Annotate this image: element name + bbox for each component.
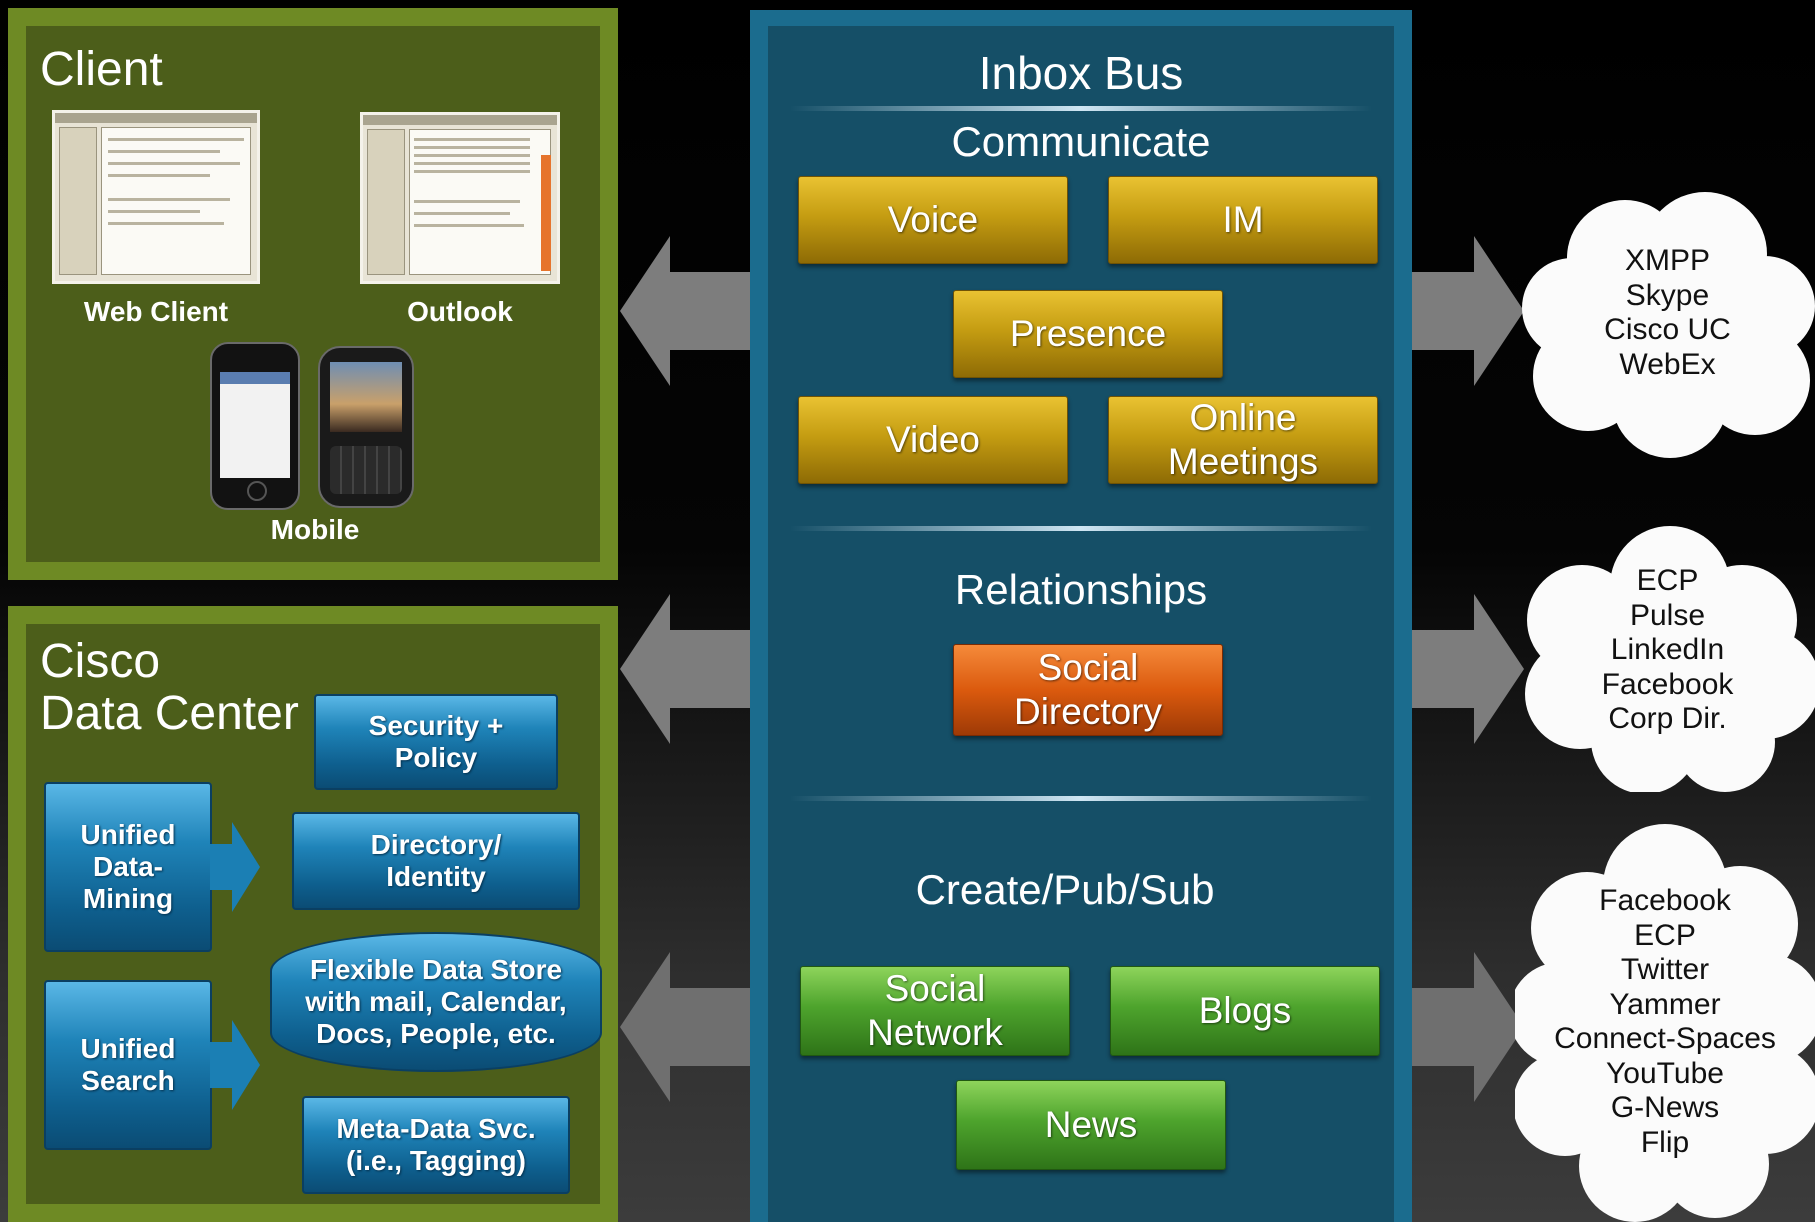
web-client-screenshot [52,110,260,284]
data-mining-arrow [210,822,260,912]
arrow-bus-to-cloud-communicate [1412,236,1524,386]
communicate-heading: Communicate [951,118,1211,165]
cloud-item: XMPP [1624,244,1711,277]
directory-identity-box: Directory/ Identity [292,812,580,910]
cloud-item: LinkedIn [1610,633,1725,666]
cloud-relationships: ECP Pulse LinkedIn Facebook Corp Dir. [1520,524,1815,792]
outlook-screenshot [360,112,560,284]
inbox-bus-title: Inbox Bus [978,47,1184,99]
cloud-item: Flip [1640,1125,1690,1159]
arrow-bus-to-datacenter-create [620,952,750,1102]
arrow-bus-to-datacenter-relationships [620,594,750,744]
cloud-item: Twitter [1620,953,1710,986]
cloud-create: Facebook ECP Twitter Yammer Connect-Spac… [1515,824,1815,1222]
social-directory-tile: Social Directory [953,644,1223,736]
mobile-label: Mobile [270,514,360,545]
presence-tile: Presence [953,290,1223,378]
cloud-item: Skype [1625,278,1710,312]
relationships-heading: Relationships [954,566,1208,613]
search-arrow [210,1020,260,1110]
im-tile: IM [1108,176,1378,264]
cloud-communicate: XMPP Skype Cisco UC WebEx [1520,188,1815,458]
web-client-label: Web Client [83,296,229,327]
separator [790,526,1372,531]
social-network-tile: Social Network [800,966,1070,1056]
iphone-image [210,342,300,510]
arrow-bus-to-cloud-create [1412,952,1524,1102]
separator [790,106,1372,111]
cloud-item: Cisco UC [1604,313,1731,346]
cloud-item: Facebook [1599,884,1731,917]
cloud-item: YouTube [1606,1056,1724,1090]
blackberry-image [318,346,414,508]
cloud-item: Corp Dir. [1608,702,1727,735]
online-meetings-tile: Online Meetings [1108,396,1378,484]
cloud-item: G-News [1610,1091,1720,1124]
news-tile: News [956,1080,1226,1170]
outlook-label: Outlook [407,296,513,327]
unified-search-box: Unified Search [44,980,212,1150]
cloud-item: Connect-Spaces [1554,1022,1776,1055]
cloud-item: Pulse [1629,598,1706,632]
video-tile: Video [798,396,1068,484]
unified-data-mining-box: Unified Data- Mining [44,782,212,952]
create-pub-sub-heading: Create/Pub/Sub [915,866,1215,913]
security-policy-box: Security + Policy [314,694,558,790]
cloud-item: WebEx [1619,347,1716,381]
cloud-item: Facebook [1601,667,1734,701]
voice-tile: Voice [798,176,1068,264]
blogs-tile: Blogs [1110,966,1380,1056]
separator [790,796,1372,801]
arrow-bus-to-client [620,236,750,386]
cloud-item: ECP [1634,918,1696,952]
cloud-item: Yammer [1609,987,1721,1021]
flexible-data-store: Flexible Data Store with mail, Calendar,… [270,932,602,1072]
meta-data-svc-box: Meta-Data Svc. (i.e., Tagging) [302,1096,570,1194]
cloud-item: ECP [1636,564,1699,597]
arrow-bus-to-cloud-relationships [1412,594,1524,744]
datacenter-title: Cisco Data Center [40,635,299,740]
client-title: Client [40,43,163,96]
